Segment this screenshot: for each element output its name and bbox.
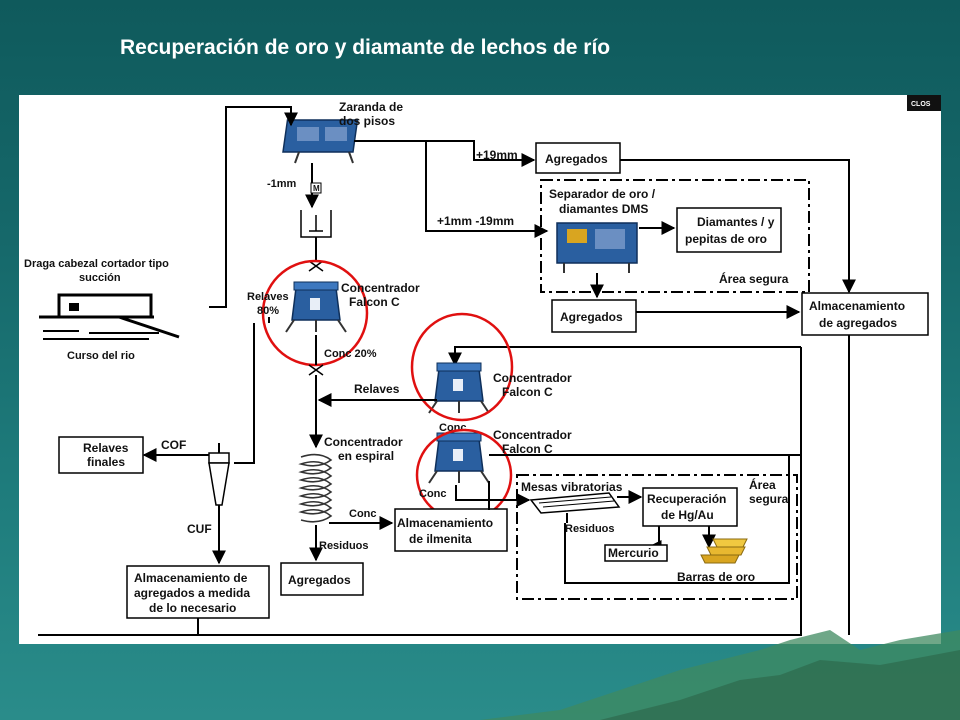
diagram-panel: CLOS Zaranda de dos pisos Draga cabezal …: [19, 95, 941, 644]
corner-badge-text: CLOS: [911, 101, 931, 108]
area-segura-bot-label-1: Área: [749, 477, 776, 492]
concB-label-1: Concentrador: [493, 371, 572, 385]
draga-label-1: Draga cabezal cortador tipo: [24, 258, 169, 270]
box-relaves-finales-label-2: finales: [87, 455, 125, 469]
box-almacen-agregados: [801, 292, 929, 336]
box-diamantes-label-1: Diamantes / y: [697, 215, 775, 229]
relaves-mid-label: Relaves: [354, 382, 400, 396]
box-agregados-mid: [551, 299, 637, 333]
box-diamantes: [676, 207, 782, 253]
curso-label: Curso del rio: [67, 350, 135, 362]
box-recuperacion-label-1: Recuperación: [647, 492, 726, 506]
plus19-label: +19mm: [476, 148, 518, 162]
concB-label-2: Falcon C: [502, 385, 553, 399]
box-agregados-top-label: Agregados: [545, 152, 608, 166]
cuf-label: CUF: [187, 522, 212, 536]
line-agregados-to-almacen: [620, 159, 856, 294]
box-relaves-finales: [58, 436, 144, 474]
barras-label: Barras de oro: [677, 570, 755, 584]
line-concC-to-mesas: [455, 485, 531, 507]
dms-separator-equipment: [556, 222, 638, 273]
feed-line: [209, 106, 298, 308]
zaranda-label-2: dos pisos: [339, 114, 395, 128]
box-almacen-medida-label-2: agregados a medida: [134, 586, 250, 600]
box-almacen-medida-label-3: de lo necesario: [149, 601, 236, 615]
box-relaves-finales-label-1: Relaves: [83, 441, 129, 455]
conc-espiral-label: Conc: [349, 508, 377, 520]
minus1-label: -1mm: [267, 178, 297, 190]
decorative-mountain: [480, 630, 960, 720]
box-almacen-ilmenita: [394, 508, 508, 552]
motor-label: M: [313, 184, 320, 193]
highlight-circle-b: [410, 312, 514, 422]
separador-label-1: Separador de oro /: [549, 187, 656, 201]
line-to-mercurio: [647, 526, 662, 554]
line-relaves80: [234, 317, 270, 464]
gold-bars-icon: [700, 538, 748, 564]
box-mercurio-label: Mercurio: [608, 546, 659, 560]
concC-out-label: Conc: [419, 488, 447, 500]
process-flow-diagram: CLOS Zaranda de dos pisos Draga cabezal …: [24, 95, 941, 636]
line-residuos-mesas-return: [564, 455, 790, 584]
residuos-espiral-label: Residuos: [319, 540, 369, 552]
box-almacen-medida: [126, 565, 270, 619]
box-diamantes-label-2: pepitas de oro: [685, 232, 767, 246]
secure-area-mesas: [516, 474, 798, 600]
concA-label-1: Concentrador: [341, 281, 420, 295]
area-segura-bot-label-2: segura: [749, 492, 789, 506]
falcon-concentrator-a: [285, 281, 347, 333]
agitator-icon: [309, 215, 323, 232]
falcon-concentrator-b: [428, 362, 490, 414]
relaves80-label-2: 80%: [257, 305, 279, 317]
valve-icon: [308, 260, 324, 272]
hydrocyclone-icon: [208, 443, 230, 506]
falcon-concentrator-c: [428, 432, 490, 484]
corner-badge: [907, 95, 941, 111]
concC-label-1: Concentrador: [493, 428, 572, 442]
espiral-label-2: en espiral: [338, 449, 394, 463]
spiral-concentrator-icon: [298, 453, 333, 523]
residuos-mesas-label: Residuos: [565, 523, 615, 535]
area-segura-top-label: Área segura: [719, 271, 789, 286]
box-almacen-agregados-label-1: Almacenamiento: [809, 299, 905, 313]
mesas-label: Mesas vibratorias: [521, 480, 623, 494]
valve-2-icon: [308, 364, 324, 376]
motor-icon: [310, 182, 322, 194]
box-almacen-medida-label-1: Almacenamiento de: [134, 571, 248, 585]
conc20-label: Conc 20%: [324, 348, 377, 360]
slide-title: Recuperación de oro y diamante de lechos…: [120, 36, 611, 59]
plus1-19-label: +1mm -19mm: [437, 214, 514, 228]
box-almacen-ilmenita-label-1: Almacenamiento: [397, 516, 493, 530]
bottom-return-line: [38, 347, 802, 636]
line-plus1-19: [425, 141, 549, 238]
zaranda-label-1: Zaranda de: [339, 100, 403, 114]
box-almacen-agregados-label-2: de agregados: [819, 316, 897, 330]
dredge-icon: [39, 293, 180, 340]
secure-area-dms: [540, 179, 810, 293]
box-agregados-bottom: [280, 562, 364, 596]
concC-label-2: Falcon C: [502, 442, 553, 456]
concA-label-2: Falcon C: [349, 295, 400, 309]
box-recuperacion: [642, 487, 738, 527]
zaranda-screen-equipment: [282, 119, 359, 164]
line-to-falconB: [448, 346, 801, 367]
box-recuperacion-label-2: de Hg/Au: [661, 508, 714, 522]
vibrating-table-icon: [529, 492, 621, 523]
cof-label: COF: [161, 438, 186, 452]
separador-label-2: diamantes DMS: [559, 202, 648, 216]
box-almacen-ilmenita-label-2: de ilmenita: [409, 532, 472, 546]
line-plus19: [354, 140, 536, 167]
espiral-label-1: Concentrador: [324, 435, 403, 449]
draga-label-2: succión: [79, 272, 121, 284]
box-agregados-mid-label: Agregados: [560, 310, 623, 324]
box-agregados-bottom-label: Agregados: [288, 573, 351, 587]
relaves80-label-1: Relaves: [247, 291, 289, 303]
box-agregados-top: [535, 142, 621, 174]
box-mercurio: [604, 544, 668, 562]
